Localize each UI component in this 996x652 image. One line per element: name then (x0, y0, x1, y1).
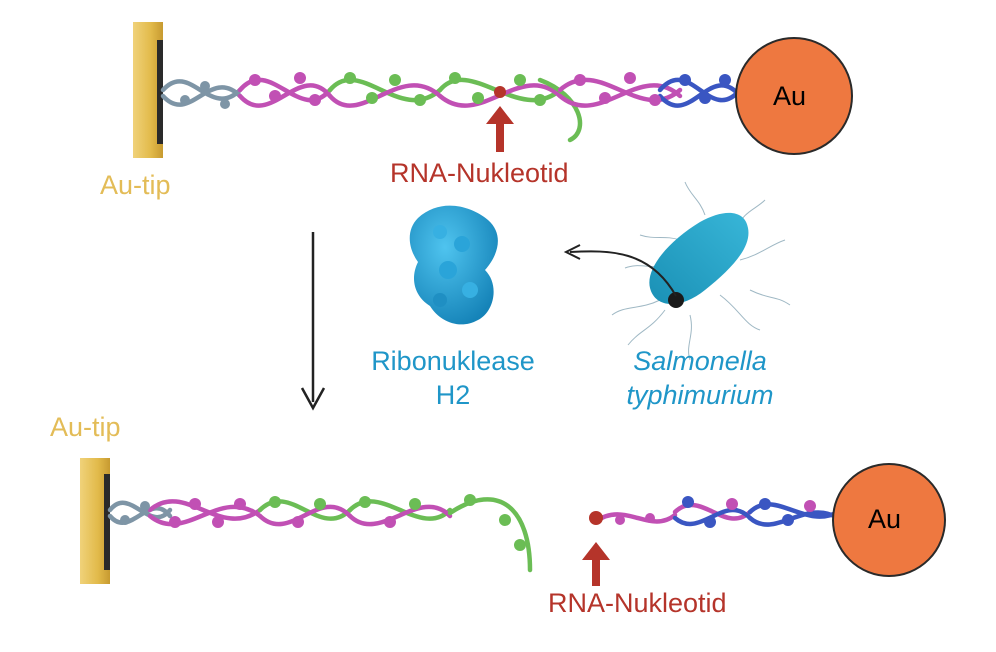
top-assembly (133, 22, 853, 158)
top-particle-label: Au (773, 81, 807, 111)
top-rna-label: RNA-Nukleotid (390, 158, 569, 188)
bottom-dna-helix-left (107, 497, 533, 573)
ribonuclease-protein-icon (409, 205, 498, 325)
bottom-rna-label: RNA-Nukleotid (548, 588, 727, 618)
bacterium-label-line1: Salmonella (633, 346, 767, 376)
bottom-gold-tip (80, 458, 110, 584)
enzyme-label-line2: H2 (435, 380, 471, 410)
bottom-base-pairs-right (615, 496, 816, 528)
bottom-rna-arrow (582, 542, 610, 586)
secretion-arrow (569, 250, 677, 297)
bottom-assembly (80, 458, 946, 586)
secretion-arrowhead (563, 244, 581, 260)
bottom-base-pairs-left (120, 494, 526, 551)
bottom-rna-nucleotide-marker (589, 511, 603, 525)
bacterium-label-line2: typhimurium (626, 380, 774, 410)
bottom-tip-label: Au-tip (50, 412, 121, 442)
bottom-particle-label: Au (868, 504, 902, 534)
top-dna-helix (160, 77, 743, 143)
top-gold-tip (133, 22, 163, 158)
reaction-arrow (300, 232, 326, 411)
top-base-pairs (180, 72, 731, 109)
top-tip-label: Au-tip (100, 170, 171, 200)
salmonella-bacterium-icon (611, 181, 791, 361)
top-rna-nucleotide-marker (494, 86, 506, 98)
bottom-gold-nanoparticle (832, 463, 946, 577)
top-gold-nanoparticle (735, 37, 853, 155)
bottom-dna-helix-right (592, 502, 841, 527)
enzyme-label-line1: Ribonuklease (371, 346, 535, 376)
top-rna-arrow (486, 106, 514, 152)
